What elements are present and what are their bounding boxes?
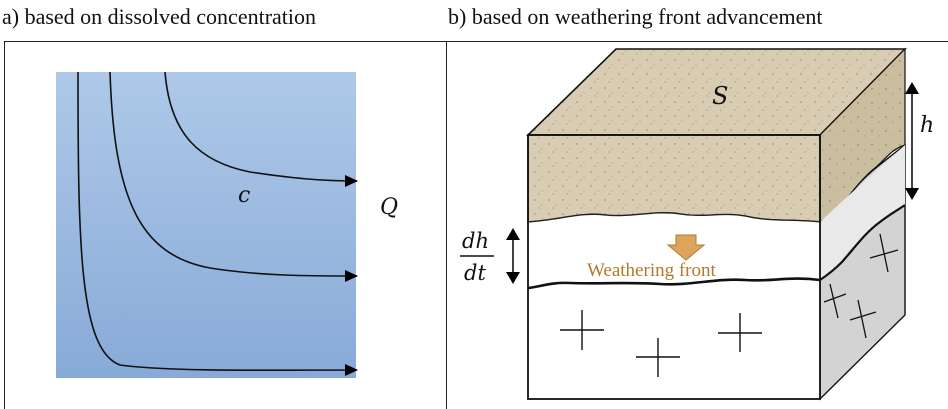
weathering-front-down-arrow: [666, 234, 706, 261]
panel-b-frame: [446, 41, 948, 409]
dh-label: dh: [462, 229, 489, 253]
thickness-label: h: [920, 113, 934, 138]
dt-label: dt: [464, 261, 486, 285]
dh-dt-arrow: [506, 228, 520, 284]
soil-base-line: [527, 212, 821, 223]
flow-arrow-1: [345, 364, 358, 376]
flow-arrow-3: [345, 175, 358, 187]
discharge-label: Q: [380, 195, 398, 220]
block-front-outline: [527, 134, 821, 400]
flow-line-3: [164, 71, 358, 182]
flow-line-2: [109, 71, 358, 277]
surface-label: S: [712, 82, 728, 110]
weathered-side-band: [820, 145, 905, 280]
side-front-line: [819, 204, 906, 281]
weathering-front-label: Weathering front: [587, 260, 717, 281]
h-dimension-arrow: [905, 82, 919, 200]
panel-a-title: a) based on dissolved concentration: [2, 4, 317, 29]
panel-b-title: b) based on weathering front advancement: [448, 4, 823, 29]
weathering-front-line: [527, 277, 821, 290]
panel-a-frame: [4, 41, 446, 409]
flow-arrow-2: [345, 270, 358, 282]
concentration-label: c: [238, 183, 250, 208]
rock-crosses-front: [560, 310, 762, 377]
bedrock-front-face: [528, 278, 820, 399]
flow-line-1: [77, 71, 358, 372]
soil-front-face: [527, 134, 821, 223]
rock-crosses-side: [823, 233, 899, 339]
flow-field-box: [56, 72, 356, 378]
